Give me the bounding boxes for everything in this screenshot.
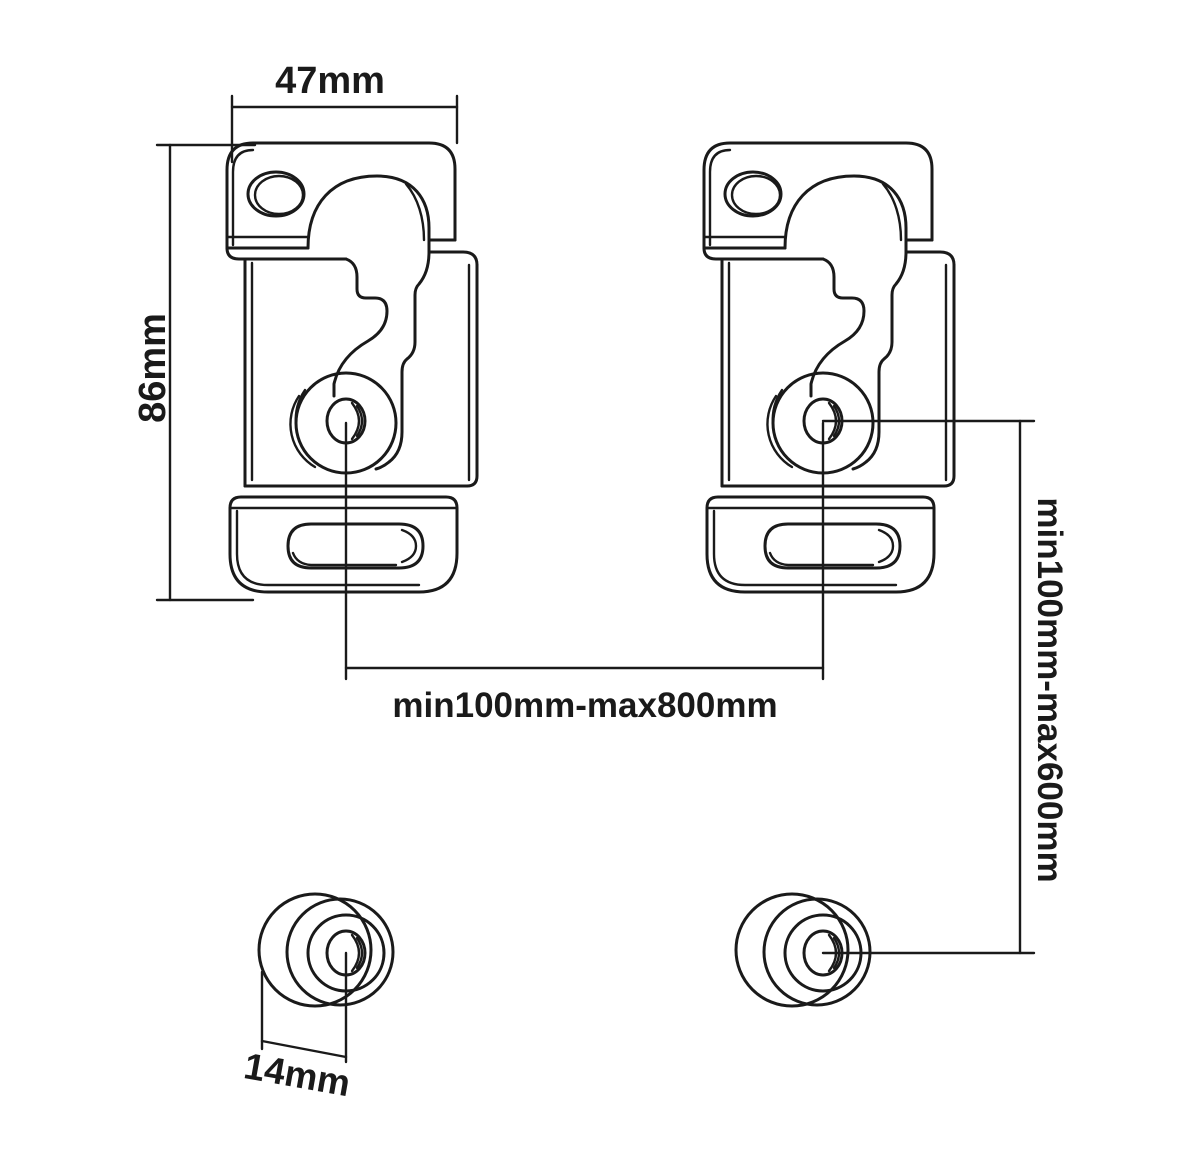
height-dimension	[155, 143, 257, 602]
vertical-span-dimension	[821, 419, 1036, 955]
right-spacer	[734, 892, 872, 1008]
right-bracket	[702, 141, 956, 681]
left-spacer	[257, 892, 395, 1008]
height-extension-ticks	[155, 143, 257, 602]
width-dimension	[230, 94, 459, 164]
vertical-span-label: min100mm-max600mm	[1030, 497, 1069, 882]
spacer-dimension-line	[260, 1039, 348, 1059]
height-dimension-label: 86mm	[132, 313, 174, 423]
horizontal-span-label: min100mm-max800mm	[392, 686, 777, 725]
spacer-diameter-dimension	[260, 951, 348, 1064]
width-dimension-label: 47mm	[275, 60, 385, 102]
left-bracket	[225, 141, 479, 681]
